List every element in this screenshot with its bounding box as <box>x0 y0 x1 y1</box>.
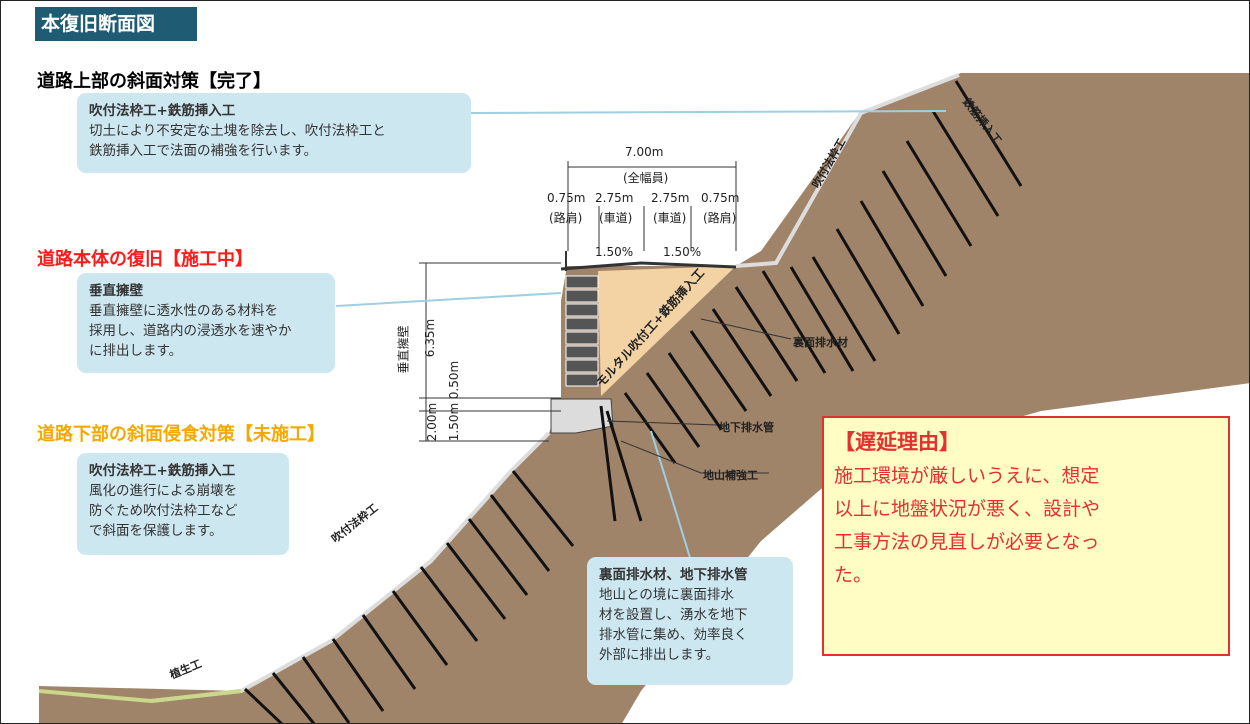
drain-callout-line-4: 外部に排出します。 <box>599 647 720 663</box>
drain-callout-title: 裏面排水材、地下排水管 <box>599 567 748 583</box>
delay-line-3: 工事方法の見直しが必要となっ <box>834 531 1100 553</box>
lower-callout-line-1: 風化の進行による崩壊を <box>89 483 238 499</box>
backfill-area <box>598 266 736 396</box>
total-width-note: (全幅員) <box>623 171 669 185</box>
delay-line-4: た。 <box>834 564 873 586</box>
under-drain-label: 地下排水管 <box>719 421 774 434</box>
upper-callout-line-1: 切土により不安定な土塊を除去し、吹付法枠工と <box>89 123 386 139</box>
planting-strip <box>38 689 242 704</box>
upper-frame-face <box>735 73 960 268</box>
retaining-wall-callout: 垂直擁壁 垂直擁壁に透水性のある材料を 採用し、道路内の浸透水を速やか に排出し… <box>77 273 335 373</box>
lower-callout-line-2: 防ぐため吹付法枠工など <box>89 503 238 519</box>
drainage-callout: 裏面排水材、地下排水管 地山との境に裏面排水 材を設置し、湧水を地下 排水管に集… <box>587 557 793 685</box>
height-total: 6.35m <box>423 318 438 358</box>
delay-line-2: 以上に地盤状況が悪く、設計や <box>834 498 1101 520</box>
drain-callout-line-3: 排水管に集め、効率良く <box>599 627 748 643</box>
shoulder-right-note: (路肩) <box>703 211 737 225</box>
lane-left-note: (車道) <box>599 211 633 225</box>
wall-footing <box>550 398 614 434</box>
height-050: 0.50m <box>447 360 462 400</box>
wall-callout-line-2: 採用し、道路内の浸透水を速やか <box>89 323 292 339</box>
drain-callout-line-1: 地山との境に裏面排水 <box>599 587 734 603</box>
wall-callout-line-1: 垂直擁壁に透水性のある材料を <box>89 303 278 319</box>
shoulder-left-width: 0.75m <box>547 191 586 205</box>
crossfall-right: 1.50% <box>663 245 702 259</box>
leader-lines <box>335 110 947 562</box>
soil-mass <box>39 73 1249 723</box>
crossfall-left: 1.50% <box>595 245 634 259</box>
road-body-heading: 道路本体の復旧【施工中】 <box>37 249 253 270</box>
retaining-wall <box>565 275 599 387</box>
upper-callout-title: 吹付法枠工+鉄筋挿入工 <box>89 103 236 119</box>
lower-slope-callout: 吹付法枠工+鉄筋挿入工 風化の進行による崩壊を 防ぐため吹付法枠工など で斜面を… <box>77 453 289 555</box>
dimension-lines <box>419 161 737 442</box>
delay-title: 【遅延理由】 <box>834 430 960 454</box>
ground-reinforcement-label: 地山補強工 <box>703 469 758 482</box>
delay-reason-box: 【遅延理由】 施工環境が厳しいうえに、想定 以上に地盤状況が悪く、設計や 工事方… <box>822 416 1230 656</box>
annotation-leaders <box>606 318 792 474</box>
upper-callout-line-2: 鉄筋挿入工で法面の補強を行います。 <box>89 143 318 159</box>
figure-title: 本復旧断面図 <box>35 7 197 41</box>
height-150: 1.50m <box>447 402 462 442</box>
lower-slope-heading: 道路下部の斜面侵食対策【未施工】 <box>37 424 325 445</box>
lane-right-note: (車道) <box>653 211 687 225</box>
upper-slope-heading: 道路上部の斜面対策【完了】 <box>37 71 271 92</box>
drain-callout-line-2: 材を設置し、湧水を地下 <box>599 607 748 623</box>
height-200: 2.00m <box>425 402 440 442</box>
lane-left-width: 2.75m <box>595 191 634 205</box>
lower-rebars <box>243 405 643 723</box>
lower-callout-line-3: で斜面を保護します。 <box>89 523 223 539</box>
back-drain-label: 裏面排水材 <box>793 336 848 349</box>
upper-slope-callout: 吹付法枠工+鉄筋挿入工 切土により不安定な土塊を除去し、吹付法枠工と 鉄筋挿入工… <box>77 93 471 173</box>
lower-callout-title: 吹付法枠工+鉄筋挿入工 <box>89 463 236 479</box>
lane-right-width: 2.75m <box>651 191 690 205</box>
shoulder-left-note: (路肩) <box>549 211 583 225</box>
total-width-label: 7.00m <box>625 145 664 159</box>
road-surface <box>560 261 737 271</box>
wall-callout-title: 垂直擁壁 <box>89 283 143 299</box>
shoulder-right-width: 0.75m <box>701 191 740 205</box>
delay-line-1: 施工環境が厳しいうえに、想定 <box>834 465 1100 487</box>
wall-callout-line-3: に排出します。 <box>89 343 183 359</box>
height-wall-label: 垂直擁壁 <box>396 325 411 374</box>
